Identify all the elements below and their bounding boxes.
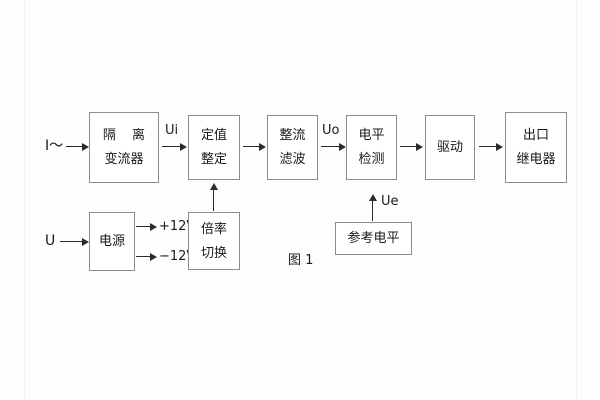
block-setting-line-1: 定值	[200, 128, 227, 143]
output-neg12v-label: −12V	[159, 249, 196, 264]
block-isolation-line-2: 变流器	[104, 152, 144, 167]
block-reference-level-line-1: 参考电平	[347, 231, 400, 246]
current-input-label: I～	[45, 138, 64, 154]
voltage-input-label: U	[45, 233, 56, 249]
level-to-driver-arrowhead	[416, 143, 423, 151]
signal-ui-label: Ui	[165, 123, 179, 138]
setting-to-rectifier-line	[243, 146, 260, 147]
driver-to-relay-arrowhead	[496, 143, 503, 151]
block-power-supply[interactable]: 电源	[89, 212, 135, 271]
multiplier-to-setting-line	[213, 189, 214, 211]
block-isolation-transformer[interactable]: 隔 离 变流器	[89, 112, 159, 183]
signal-ui-arrowhead	[180, 143, 187, 151]
signal-uo-line	[321, 146, 340, 147]
block-setting-line-2: 整定	[200, 152, 227, 167]
block-setting-adjustment[interactable]: 定值 整定	[188, 115, 240, 180]
output-pos12v-arrowhead	[150, 223, 157, 231]
frame-right-edge	[576, 0, 577, 400]
setting-to-rectifier-arrowhead	[259, 143, 266, 151]
output-pos12v-line	[136, 226, 151, 227]
current-input-line	[66, 146, 83, 147]
block-output-relay-line-1: 出口	[522, 128, 549, 143]
signal-ue-label: Ue	[381, 194, 399, 209]
reference-to-level-arrowhead	[369, 194, 377, 201]
block-rectifier-line-1: 整流	[279, 128, 306, 143]
block-output-relay[interactable]: 出口 继电器	[505, 112, 567, 183]
output-neg12v-arrowhead	[150, 253, 157, 261]
multiplier-to-setting-arrowhead	[210, 183, 218, 190]
block-output-relay-line-2: 继电器	[516, 152, 556, 167]
block-power-supply-line-1: 电源	[98, 234, 125, 249]
signal-uo-arrowhead	[339, 143, 346, 151]
block-multiplier-line-1: 倍率	[200, 221, 227, 237]
block-driver[interactable]: 驱动	[425, 115, 475, 180]
block-rectifier-line-2: 滤波	[279, 152, 306, 167]
output-neg12v-line	[136, 256, 151, 257]
output-pos12v-label: +12V	[159, 219, 196, 234]
current-input-arrowhead	[82, 143, 89, 151]
block-level-detection-line-1: 电平	[358, 128, 385, 143]
block-multiplier-switch[interactable]: 倍率 切换	[188, 212, 240, 270]
block-driver-line-1: 驱动	[436, 140, 463, 155]
block-isolation-line-1: 隔 离	[102, 128, 152, 143]
driver-to-relay-line	[479, 146, 497, 147]
signal-ui-line	[162, 146, 181, 147]
signal-uo-label: Uo	[322, 123, 340, 138]
reference-to-level-line	[372, 200, 373, 221]
block-rectifier-filter[interactable]: 整流 滤波	[267, 115, 318, 180]
voltage-input-line	[60, 241, 83, 242]
level-to-driver-line	[400, 146, 417, 147]
frame-left-edge	[24, 0, 25, 400]
voltage-input-arrowhead	[82, 238, 89, 246]
block-level-detection[interactable]: 电平 检测	[346, 115, 397, 180]
block-reference-level[interactable]: 参考电平	[335, 222, 412, 255]
block-level-detection-line-2: 检测	[358, 152, 385, 167]
figure-caption: 图 1	[288, 253, 314, 268]
block-multiplier-line-2: 切换	[200, 245, 227, 261]
